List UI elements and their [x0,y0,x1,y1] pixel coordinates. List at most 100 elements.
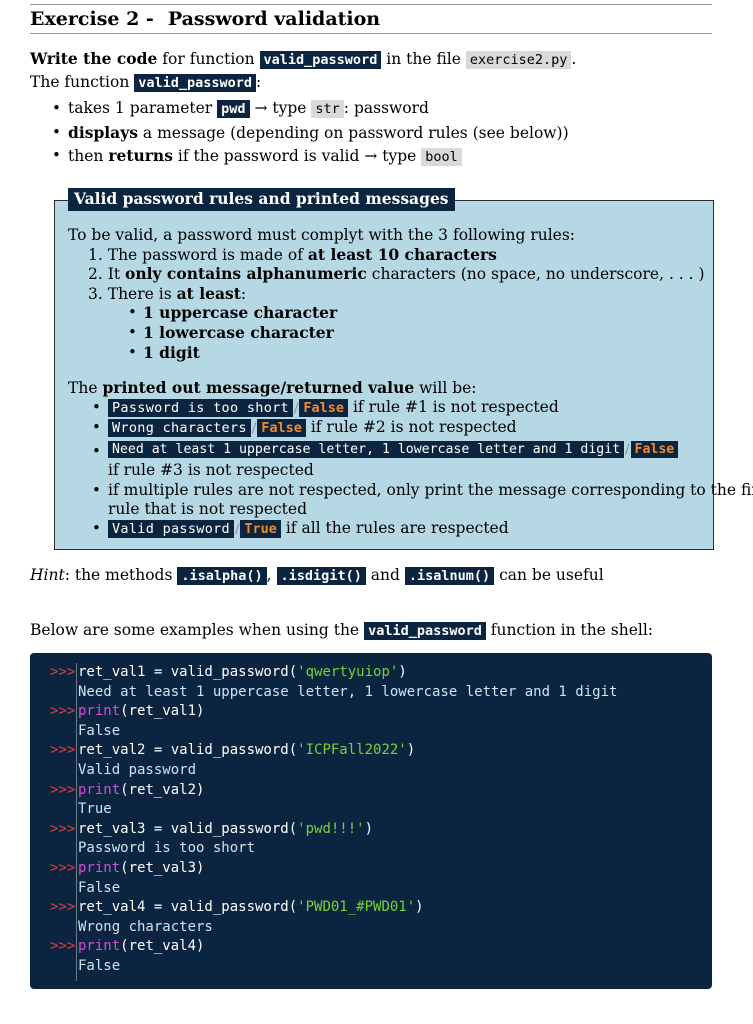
slash: / [293,401,299,416]
shell-print-keyword: print [78,938,121,955]
message-3-code: Need at least 1 uppercase letter, 1 lowe… [108,441,625,458]
rule-3: 3. There is at least: [88,284,246,303]
rule-3-number: 3. [88,285,103,303]
examples-intro: Below are some examples when using the v… [30,621,654,640]
intro-in-file: in the file [386,50,461,68]
shell-output-line: True [50,800,112,820]
hint-rest: can be useful [499,566,604,584]
message-5: Valid password/True if all the rules are… [108,519,509,538]
shell-prompt: >>> [50,899,76,916]
examples-post: function in the shell: [490,621,654,639]
rule-3-bold: at least [176,284,241,303]
sub-bullet-dot: • [128,343,137,361]
bullet-returns-bold: returns [108,146,173,165]
message-2-value: False [257,419,306,437]
message-5-text: if all the rules are respected [285,519,509,537]
bullet-returns-text: if the password is valid → type [177,147,417,165]
bullet-arrow-type: → type [254,99,307,117]
shell-output-line: False [50,957,120,977]
rule-1: 1. The password is made of at least 10 c… [88,245,497,264]
bullet-dot: • [52,123,61,141]
intro-period: . [571,50,577,68]
bullet-displays-text: a message (depending on password rules (… [142,124,569,142]
file-name-code: exercise2.py [465,51,572,69]
rule-3-text: There is [107,285,172,303]
rule-1-text: The password is made of [107,246,303,264]
rules-intro: To be valid, a password must complyt wit… [68,226,576,244]
shell-input-line: >>>print(ret_val4) [50,937,204,957]
sub-bullet-dot: • [128,323,137,341]
shell-code-text: ret_val4 = valid_password( [78,899,298,916]
bullet-param-desc: : password [343,99,429,117]
rule-3-colon: : [240,285,247,303]
bullet-takes-text: takes 1 parameter [68,99,213,117]
shell-code-text: (ret_val3) [120,860,205,876]
rule-2: 2. It only contains alphanumeric charact… [88,264,705,283]
shell-prompt: >>> [50,781,76,798]
sub-rule-lowercase: 1 lowercase character [143,323,334,342]
hint-line: Hint: the methods .isalpha(), .isdigit()… [30,566,604,585]
shell-output-text: False [78,958,121,974]
message-2-code: Wrong characters [108,419,251,437]
bullet-displays-bold: displays [68,123,138,142]
hint-text: : the methods [64,566,173,584]
hint-and: and [370,566,400,584]
printed-intro: The printed out message/returned value w… [68,378,477,397]
slash: / [251,421,257,436]
shell-prompt: >>> [50,664,76,680]
shell-code-text: ) [398,664,407,680]
hint-label: Hint [30,566,65,584]
shell-code-text: ) [364,820,374,837]
shell-input-line: >>>print(ret_val3) [50,859,204,879]
sub-rule-digit: 1 digit [143,343,200,362]
page-title: Exercise 2 - Password validation [30,8,380,30]
shell-code-text: (ret_val2) [120,781,205,798]
bullet-dot: • [52,146,61,164]
printed-pre: The [68,379,98,397]
message-4-line-1: if multiple rules are not respected, onl… [108,481,753,499]
shell-string-literal: 'PWD01_#PWD01' [297,899,416,916]
bullet-dot: • [52,99,61,117]
shell-print-keyword: print [78,781,121,798]
shell-output-text: False [78,879,121,896]
exercise-title: Password validation [167,8,381,30]
slash: / [235,522,240,537]
shell-code-text: ) [415,899,424,916]
printed-rest: will be: [419,379,477,397]
exercise-number: Exercise 2 - [30,8,154,30]
shell-prompt: >>> [50,938,76,955]
shell-input-line: >>>ret_val1 = valid_password('qwertyuiop… [50,663,407,683]
rules-box [54,200,714,550]
rule-2-number: 2. [88,265,103,283]
message-3-text: if rule #3 is not respected [108,461,314,479]
shell-print-keyword: print [78,703,121,720]
shell-input-line: >>>ret_val2 = valid_password('ICPFall202… [50,741,415,761]
message-3: Need at least 1 uppercase letter, 1 lowe… [108,441,679,458]
shell-code-block: >>>ret_val1 = valid_password('qwertyuiop… [30,653,712,989]
message-1-code: Password is too short [108,399,293,417]
top-rule [30,4,712,5]
shell-code-text: ) [406,742,416,759]
code-gutter [76,663,77,981]
hint-isdigit: .isdigit() [276,567,366,585]
shell-code-text: (ret_val4) [120,938,205,955]
intro-write-bold: Write the code [30,49,158,68]
shell-output-line: False [50,722,120,742]
shell-input-line: >>>print(ret_val2) [50,781,204,801]
shell-prompt: >>> [50,742,76,759]
message-5-value: True [240,520,281,538]
sub-bullet-dot: • [128,303,137,321]
hint-isalnum: .isalnum() [404,567,495,585]
shell-string-literal: 'qwertyuiop' [297,664,399,680]
rule-1-bold: at least 10 characters [307,245,497,264]
message-bullet-dot: • [92,418,101,436]
function-name-code: valid_password [259,51,382,69]
message-bullet-dot: • [92,519,101,537]
hint-comma: , [266,566,272,584]
shell-prompt: >>> [50,703,76,720]
title-rule [30,33,712,34]
shell-code-text: (ret_val1) [120,703,205,720]
message-2-text: if rule #2 is not respected [310,418,517,436]
slash: / [625,442,630,457]
shell-input-line: >>>print(ret_val1) [50,702,204,722]
